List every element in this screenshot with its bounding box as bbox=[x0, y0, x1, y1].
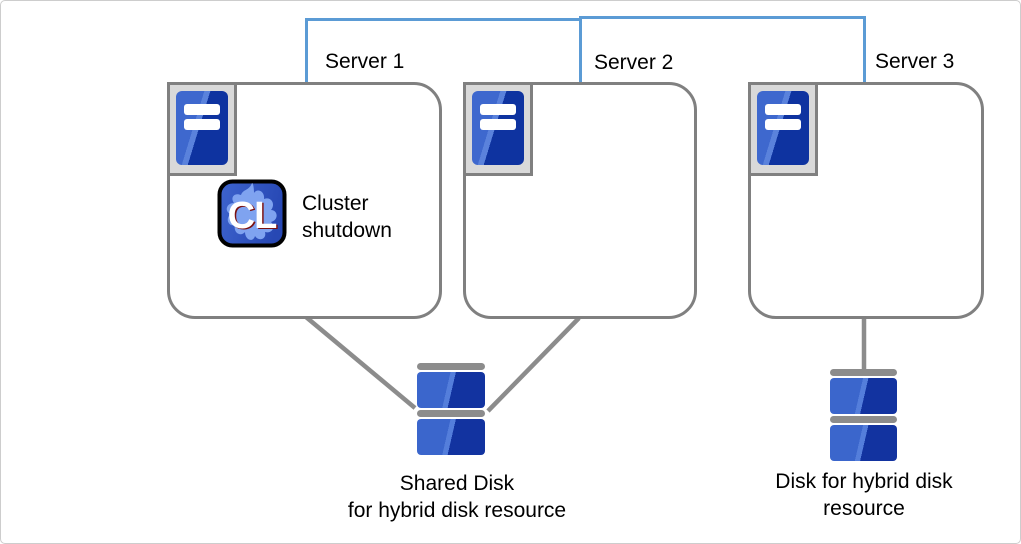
server-tower-icon bbox=[757, 91, 809, 165]
disk-platter bbox=[417, 419, 485, 455]
server1-label: Server 1 bbox=[325, 50, 405, 73]
disk-cap bbox=[417, 410, 485, 417]
server-tower-icon bbox=[176, 91, 228, 165]
server2-box bbox=[463, 82, 697, 319]
cluster-icon-text: CL bbox=[228, 195, 277, 237]
server-slot-icon bbox=[184, 119, 220, 130]
disk-cap bbox=[417, 363, 485, 370]
hybrid-disk-label-line2: resource bbox=[823, 497, 905, 520]
shared-disk-label: Shared Disk for hybrid disk resource bbox=[307, 470, 607, 524]
server-slot-icon bbox=[480, 119, 516, 130]
hybrid-disk-icon bbox=[830, 369, 897, 461]
server-tower-icon bbox=[472, 91, 524, 165]
cluster-shutdown-label-line2: shutdown bbox=[302, 219, 392, 242]
cluster-shutdown-label-line1: Cluster bbox=[302, 192, 369, 215]
server-slot-icon bbox=[480, 104, 516, 115]
server-slot-icon bbox=[765, 104, 801, 115]
shared-disk-icon bbox=[417, 363, 485, 455]
server2-icon bbox=[463, 82, 533, 176]
hybrid-disk-label: Disk for hybrid disk resource bbox=[714, 468, 1014, 522]
cluster-splat-shape bbox=[226, 183, 277, 240]
shared-disk-label-line2: for hybrid disk resource bbox=[347, 499, 567, 522]
server3-label: Server 3 bbox=[875, 50, 955, 73]
server-slot-icon bbox=[184, 104, 220, 115]
server1-icon bbox=[167, 82, 237, 176]
cluster-shutdown-icon: CL CL bbox=[217, 179, 287, 248]
hybrid-disk-label-line1: Disk for hybrid disk bbox=[775, 470, 953, 493]
connector-server1-shared-disk bbox=[304, 315, 417, 410]
interconnect-line-server2-server3 bbox=[579, 16, 866, 84]
server-slot-icon bbox=[765, 119, 801, 130]
connector-server2-shared-disk bbox=[486, 316, 581, 413]
cluster-icon-text-shadow: CL bbox=[229, 196, 278, 238]
disk-cap bbox=[830, 416, 897, 423]
disk-cap bbox=[830, 369, 897, 376]
cluster-shutdown-label: Cluster shutdown bbox=[302, 190, 392, 244]
server2-label: Server 2 bbox=[594, 51, 674, 74]
disk-platter bbox=[830, 378, 897, 414]
disk-platter bbox=[830, 425, 897, 461]
disk-platter bbox=[417, 372, 485, 408]
server3-icon bbox=[748, 82, 818, 176]
shared-disk-label-line1: Shared Disk bbox=[399, 472, 515, 495]
